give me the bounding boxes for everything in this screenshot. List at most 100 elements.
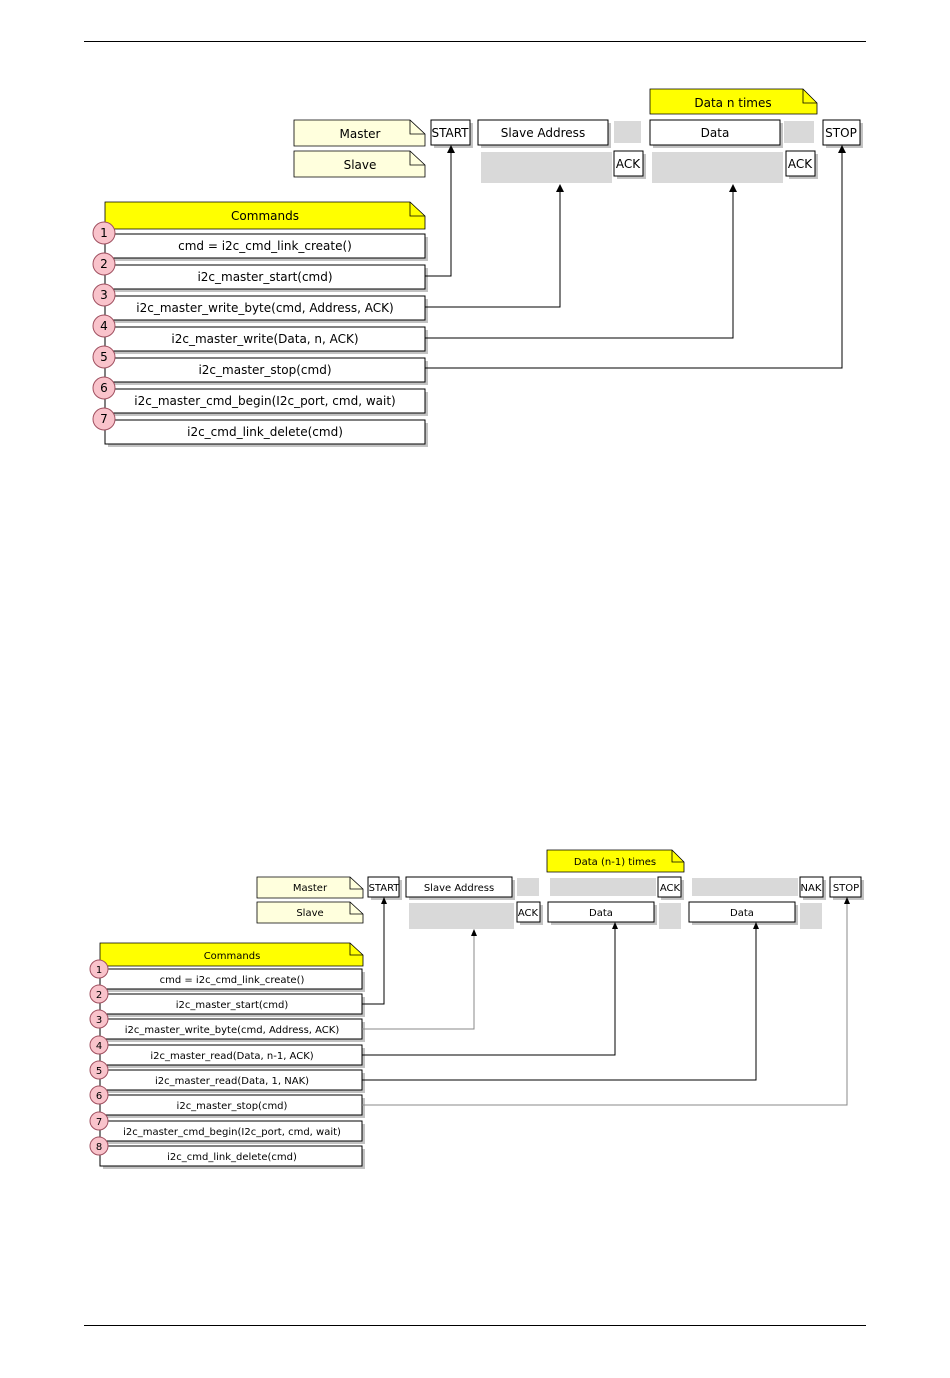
connector-start <box>425 152 452 277</box>
connector-read-n-1 <box>362 928 616 1056</box>
step-number: 5 <box>100 350 108 364</box>
step-badge <box>92 376 116 400</box>
step-number: 5 <box>96 1066 102 1077</box>
command-list: cmd = i2c_cmd_link_create() 1 i2c_master… <box>92 221 428 447</box>
command-text: i2c_master_cmd_begin(I2c_port, cmd, wait… <box>134 394 395 408</box>
command-text: i2c_master_write(Data, n, ACK) <box>171 332 358 346</box>
slave-ack-label: ACK <box>518 908 539 919</box>
command-row: i2c_master_stop(cmd) 5 <box>92 345 428 385</box>
step-badge <box>89 1060 109 1080</box>
step-badge <box>92 221 116 245</box>
top-rule <box>84 41 866 42</box>
commands-note: Commands <box>99 942 364 967</box>
command-row: i2c_master_stop(cmd) 6 <box>89 1085 365 1118</box>
ack-label-2: ACK <box>788 157 813 171</box>
command-text: cmd = i2c_cmd_link_create() <box>178 239 352 253</box>
start-box: START <box>430 119 473 148</box>
command-row: cmd = i2c_cmd_link_create() 1 <box>89 959 365 992</box>
stop-box: STOP <box>829 876 864 900</box>
slave-idle-bar-2 <box>652 152 783 183</box>
i2c-write-diagram: Data n times Master Slave START Slave Ad… <box>92 88 863 447</box>
stop-box: STOP <box>822 119 863 148</box>
master-ack-label: ACK <box>660 883 681 894</box>
ack-box-1: ACK <box>613 150 646 179</box>
step-number: 3 <box>96 1015 102 1026</box>
data-n-minus-1-note: Data (n-1) times <box>546 849 685 873</box>
command-text: i2c_cmd_link_delete(cmd) <box>187 425 343 439</box>
command-text: i2c_master_start(cmd) <box>197 270 332 284</box>
master-label: Master <box>340 127 381 141</box>
step-number: 1 <box>100 226 108 240</box>
slave-note: Slave <box>256 901 364 924</box>
master-note: Master <box>293 119 426 147</box>
connector-read-1 <box>362 928 757 1081</box>
step-number: 7 <box>100 412 108 426</box>
command-row: i2c_master_write(Data, n, ACK) 4 <box>92 314 428 354</box>
master-gap-bar <box>517 878 539 896</box>
stop-label: STOP <box>833 883 859 894</box>
command-list: cmd = i2c_cmd_link_create() 1 i2c_master… <box>89 959 365 1169</box>
start-label: START <box>369 883 401 894</box>
data-box: Data <box>649 119 783 148</box>
command-row: i2c_master_start(cmd) 2 <box>92 252 428 292</box>
data-n-minus-1-label: Data (n-1) times <box>574 857 656 868</box>
master-gap-bar-2 <box>784 121 814 143</box>
connector-start <box>362 903 385 1005</box>
command-text: i2c_master_stop(cmd) <box>177 1101 288 1112</box>
step-badge <box>89 1009 109 1029</box>
connector-stop <box>362 903 848 1106</box>
step-badge <box>89 1111 109 1131</box>
start-label: START <box>431 126 469 140</box>
slave-idle-bar <box>409 903 514 929</box>
connector-address <box>362 935 475 1030</box>
step-badge <box>92 407 116 431</box>
ack-label-1: ACK <box>616 157 641 171</box>
data-label-1: Data <box>589 908 613 919</box>
command-row: i2c_master_start(cmd) 2 <box>89 984 365 1017</box>
slave-note: Slave <box>293 150 426 178</box>
commands-title: Commands <box>204 951 261 962</box>
connector-data <box>425 191 734 339</box>
data-n-times-note: Data n times <box>649 88 818 115</box>
command-text: i2c_master_write_byte(cmd, Address, ACK) <box>136 301 393 315</box>
step-badge <box>89 1035 109 1055</box>
command-text: i2c_master_cmd_begin(I2c_port, cmd, wait… <box>123 1127 341 1138</box>
step-number: 7 <box>96 1117 102 1128</box>
slave-label: Slave <box>296 908 323 919</box>
nak-label: NAK <box>801 883 822 894</box>
commands-title: Commands <box>231 209 299 223</box>
step-number: 6 <box>96 1091 102 1102</box>
stop-label: STOP <box>825 126 857 140</box>
step-badge <box>92 252 116 276</box>
slave-gap-bar <box>659 903 681 929</box>
step-number: 3 <box>100 288 108 302</box>
command-text: cmd = i2c_cmd_link_create() <box>160 975 305 986</box>
connector-address <box>425 191 561 308</box>
data-box-2: Data <box>688 901 798 925</box>
master-idle-bar <box>550 878 656 896</box>
command-text: i2c_master_stop(cmd) <box>198 363 331 377</box>
slave-ack-box: ACK <box>516 901 543 925</box>
data-label: Data <box>701 126 730 140</box>
slave-address-label: Slave Address <box>424 883 494 894</box>
commands-note: Commands <box>104 201 426 230</box>
step-badge <box>92 314 116 338</box>
i2c-read-diagram: Data (n-1) times Master Slave START Slav… <box>89 849 864 1169</box>
data-n-times-label: Data n times <box>694 96 771 110</box>
connectors <box>425 145 846 369</box>
slave-address-box: Slave Address <box>477 119 611 148</box>
step-badge <box>92 283 116 307</box>
command-text: i2c_master_write_byte(cmd, Address, ACK) <box>125 1025 340 1036</box>
data-label-2: Data <box>730 908 754 919</box>
slave-idle-bar <box>481 152 612 183</box>
connectors <box>362 897 850 1106</box>
command-row: i2c_cmd_link_delete(cmd) 7 <box>92 407 428 447</box>
step-badge <box>89 1085 109 1105</box>
command-row: i2c_master_write_byte(cmd, Address, ACK)… <box>89 1009 365 1042</box>
slave-gap-bar-2 <box>800 903 822 929</box>
ack-box-2: ACK <box>785 150 818 179</box>
step-number: 8 <box>96 1142 102 1153</box>
master-gap-bar <box>614 121 641 143</box>
nak-box: NAK <box>799 876 826 900</box>
master-note: Master <box>256 876 364 899</box>
